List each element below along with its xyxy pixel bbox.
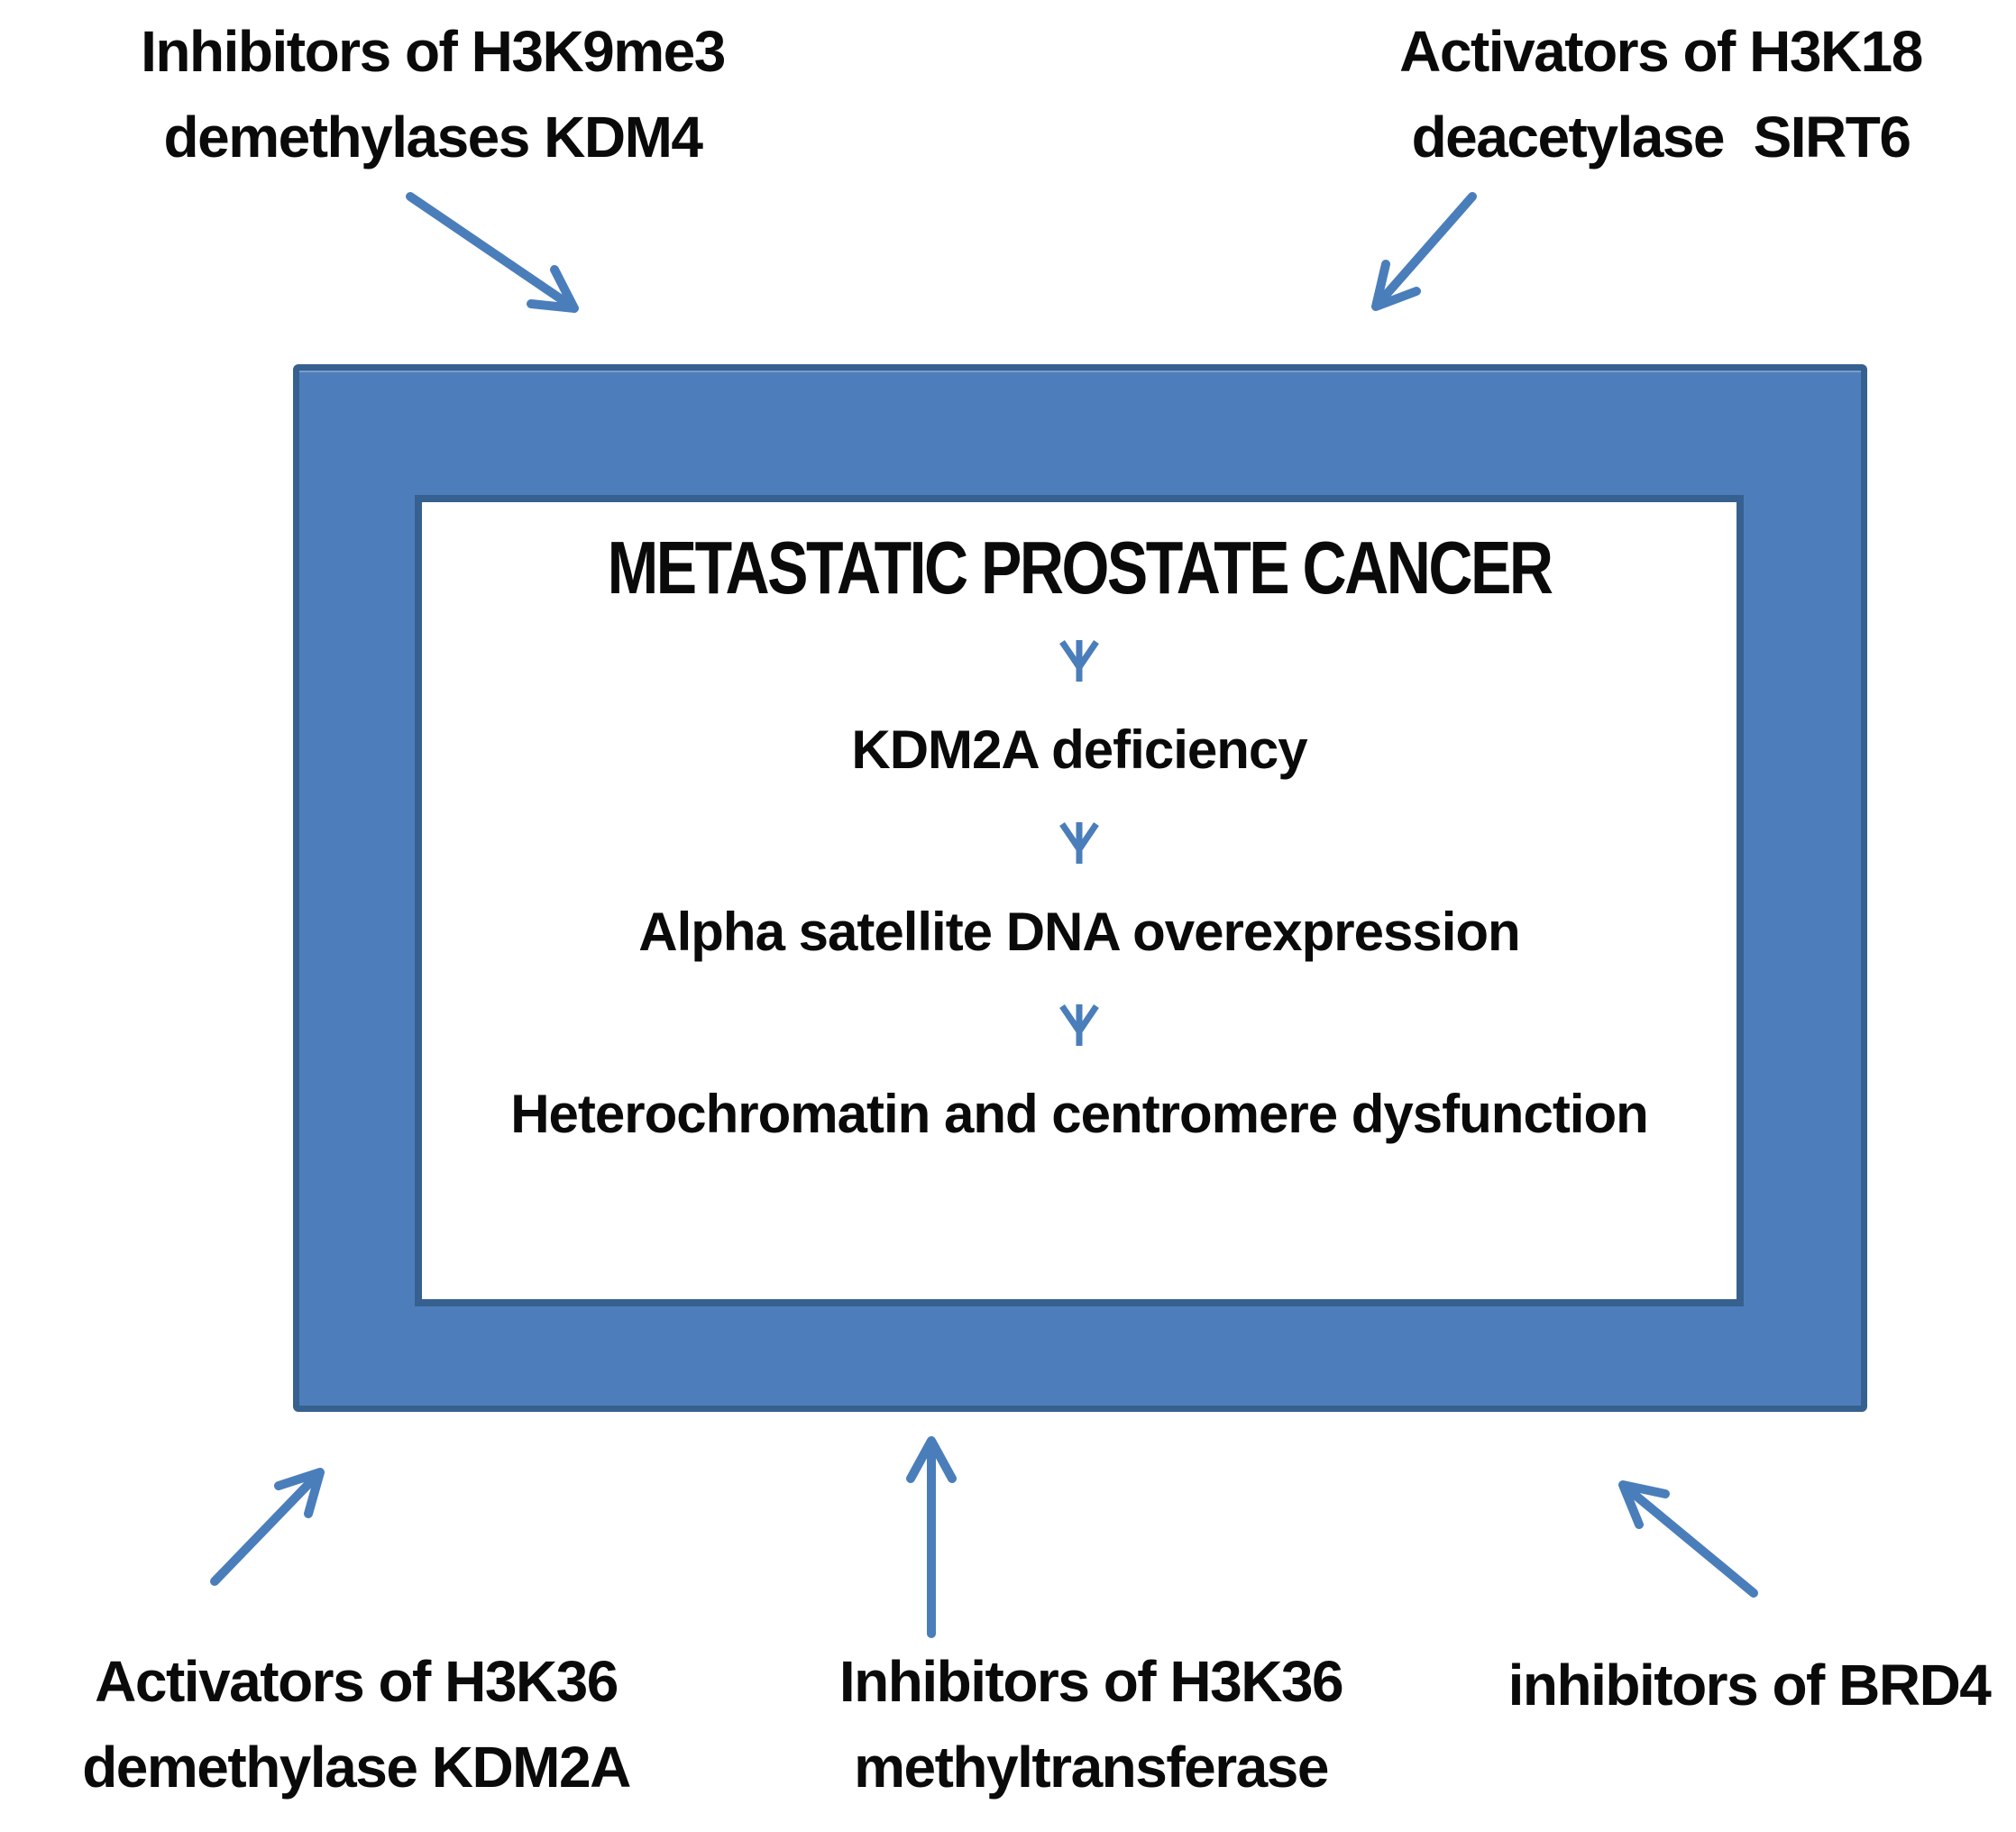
cascade-panel: METASTATIC PROSTATE CANCER KDM2A deficie… <box>415 495 1744 1306</box>
panel-title: METASTATIC PROSTATE CANCER <box>607 526 1553 610</box>
label-activators-kdm2a: Activators of H3K36 demethylase KDM2A <box>0 1639 712 1810</box>
label-line: Activators of H3K18 <box>1399 19 1923 84</box>
label-line: deacetylase SIRT6 <box>1411 105 1911 169</box>
label-line: methyltransferase <box>854 1735 1329 1800</box>
cascade-step: KDM2A deficiency <box>851 719 1307 781</box>
label-line: Activators of H3K36 <box>95 1649 619 1714</box>
down-arrow-icon <box>1059 1004 1099 1047</box>
outer-frame: METASTATIC PROSTATE CANCER KDM2A deficie… <box>293 364 1867 1412</box>
label-line: Inhibitors of H3K9me3 <box>141 19 726 84</box>
arrow-bottom-center-icon <box>906 1436 957 1638</box>
label-line: Inhibitors of H3K36 <box>838 1649 1344 1714</box>
label-activators-sirt6: Activators of H3K18 deacetylase SIRT6 <box>1309 9 2012 180</box>
label-line: inhibitors of BRD4 <box>1507 1653 1992 1718</box>
label-line: demethylase KDM2A <box>82 1735 631 1800</box>
arrow-top-left-icon <box>406 192 579 313</box>
arrow-bottom-right-icon <box>1618 1480 1758 1598</box>
label-inhibitors-brd4: inhibitors of BRD4 <box>1434 1643 2016 1728</box>
label-inhibitors-h3k36: Inhibitors of H3K36 methyltransferase <box>730 1639 1452 1810</box>
down-arrow-icon <box>1059 822 1099 865</box>
label-line: demethylases KDM4 <box>163 105 703 169</box>
arrow-top-right-icon <box>1371 192 1477 311</box>
label-inhibitors-kdm4: Inhibitors of H3K9me3 demethylases KDM4 <box>54 9 811 180</box>
cascade-step: Heterochromatin and centromere dysfuncti… <box>510 1084 1649 1145</box>
cascade-step: Alpha satellite DNA overexpression <box>638 902 1520 963</box>
arrow-bottom-left-icon <box>210 1468 325 1586</box>
down-arrow-icon <box>1059 640 1099 682</box>
